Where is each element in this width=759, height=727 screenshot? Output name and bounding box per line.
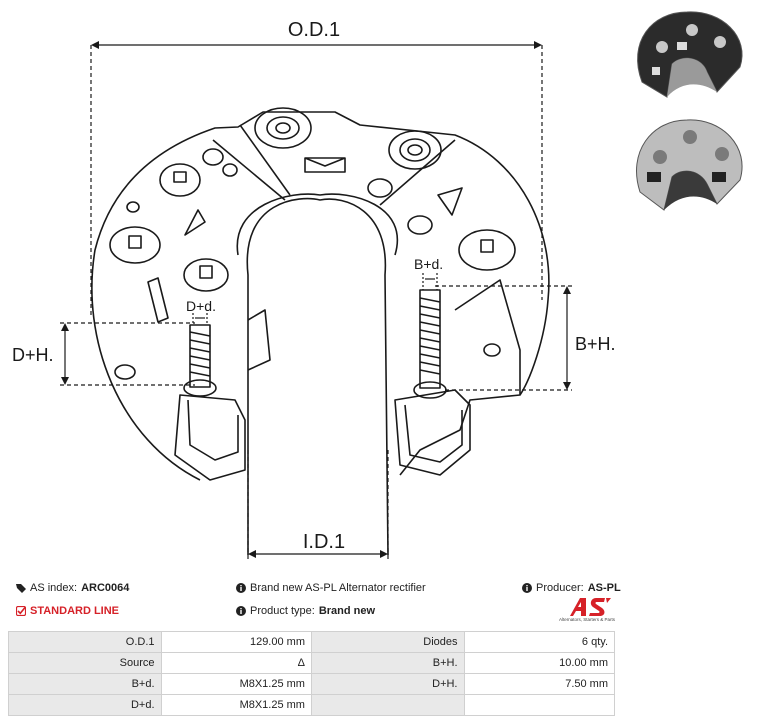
spec-value: M8X1.25 mm (160, 673, 312, 695)
bd-label: B+d. (414, 256, 443, 272)
spec-value (463, 694, 615, 716)
product-type: Product type: Brand new (236, 605, 375, 617)
producer: Producer: AS-PL (522, 582, 621, 594)
spec-key: B+d. (8, 673, 162, 695)
spec-value: 10.00 mm (463, 652, 615, 674)
producer-value: AS-PL (587, 582, 621, 594)
product-photo-top[interactable] (622, 2, 752, 107)
product-type-value: Brand new (318, 605, 376, 617)
table-row: O.D.1 129.00 mm Diodes 6 qty. (8, 631, 615, 653)
as-logo-mark (570, 598, 611, 616)
info-icon (236, 606, 246, 616)
spec-value: 6 qty. (463, 631, 615, 653)
as-index-value: ARC0064 (81, 582, 130, 594)
spec-value: Δ (160, 652, 312, 674)
as-index-label: AS index: (30, 582, 78, 594)
od1-label: O.D.1 (288, 19, 340, 41)
spec-key: D+H. (310, 673, 465, 695)
producer-label: Producer: (536, 582, 584, 594)
info-icon (522, 583, 532, 593)
table-row: D+d. M8X1.25 mm (8, 694, 615, 716)
spec-table: O.D.1 129.00 mm Diodes 6 qty. Source Δ B… (8, 631, 615, 716)
as-pl-logo: Alternators, Starters & Parts (556, 596, 616, 626)
spec-key: O.D.1 (8, 631, 162, 653)
spec-key (310, 694, 465, 716)
dh-label: D+H. (12, 345, 54, 365)
product-photo-bottom[interactable] (622, 112, 752, 217)
table-row: B+d. M8X1.25 mm D+H. 7.50 mm (8, 673, 615, 695)
spec-value: M8X1.25 mm (160, 694, 312, 716)
spec-value: 129.00 mm (160, 631, 312, 653)
bh-label: B+H. (575, 334, 616, 354)
table-row: Source Δ B+H. 10.00 mm (8, 652, 615, 674)
description: Brand new AS-PL Alternator rectifier (236, 582, 426, 594)
spec-value: 7.50 mm (463, 673, 615, 695)
id1-label: I.D.1 (303, 531, 345, 553)
standard-line: STANDARD LINE (16, 605, 119, 617)
spec-key: B+H. (310, 652, 465, 674)
spec-key: Source (8, 652, 162, 674)
dd-label: D+d. (186, 298, 216, 314)
logo-tagline: Alternators, Starters & Parts (558, 617, 616, 622)
info-icon (236, 583, 246, 593)
standard-line-text: STANDARD LINE (30, 605, 120, 617)
spec-key: D+d. (8, 694, 162, 716)
checkbox-icon (16, 606, 26, 616)
tag-icon (16, 584, 26, 593)
spec-key: Diodes (310, 631, 465, 653)
as-index: AS index: ARC0064 (16, 582, 129, 594)
product-type-label: Product type: (250, 605, 315, 617)
description-text: Brand new AS-PL Alternator rectifier (250, 582, 426, 594)
rectifier-technical-drawing: O.D.1 I.D.1 D+H. B+H. D+d. B+d. (12, 19, 616, 560)
